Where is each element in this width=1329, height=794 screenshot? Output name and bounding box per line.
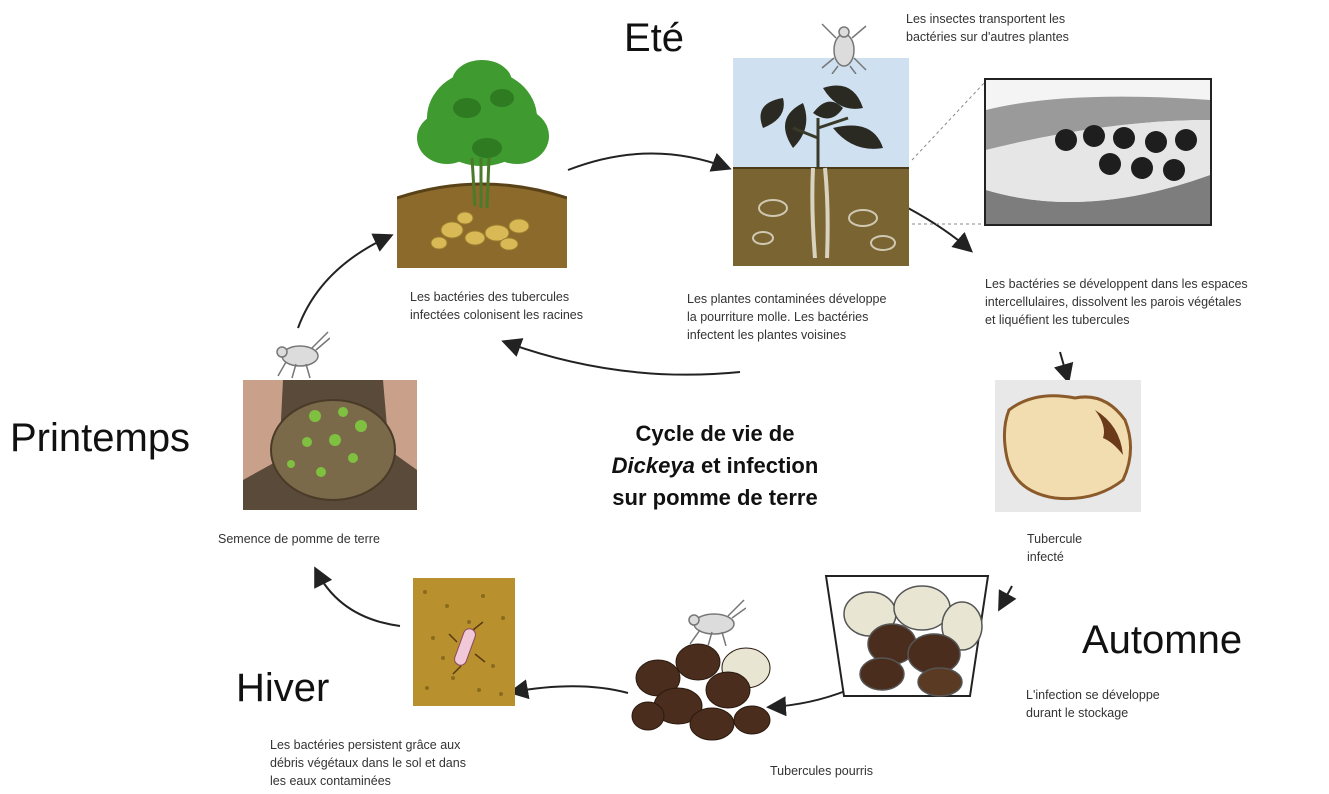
caption-develop: Les bactéries se développent dans les es… [985, 277, 1248, 328]
caption-rotten: Tubercules pourris [770, 764, 874, 778]
caption-insects: Les insectes transportent les bactéries … [906, 12, 1069, 45]
soil-bacterium-image [413, 578, 515, 706]
arrow-to-infected-tuber [1053, 351, 1074, 384]
infected-plant-illustration [733, 58, 909, 266]
rotten-tubers-image [628, 628, 776, 746]
infected-tuber-illustration [995, 380, 1141, 512]
insect-icon-autumn [688, 599, 746, 646]
arrow-to-storage [998, 585, 1017, 612]
season-automne: Automne [1082, 618, 1243, 662]
storage-crate-illustration [824, 575, 990, 697]
seed-potato-illustration [243, 380, 417, 510]
storage-crate-image [822, 572, 992, 700]
arrow-to-intercellular [907, 207, 974, 253]
rotten-tubers-illustration [631, 643, 771, 741]
season-hiver: Hiver [236, 666, 330, 710]
arrow-summer-plants [567, 152, 732, 172]
title-line-2: Dickeya et infection [565, 450, 865, 482]
infected-plant-image [733, 58, 909, 266]
season-printemps: Printemps [10, 416, 191, 460]
arrow-spread-back [501, 338, 741, 376]
caption-infected-tuber: Tubercule infecté [1027, 532, 1083, 565]
healthy-plant-image [397, 58, 567, 268]
soil-bacterium-illustration [413, 578, 515, 706]
caption-storage: L'infection se développe durant le stock… [1026, 688, 1160, 721]
intercellular-bacteria-image [984, 78, 1212, 226]
arrow-storage-to-rotten [766, 689, 849, 717]
healthy-plant-illustration [397, 58, 567, 268]
caption-plants: Les plantes contaminées développe la pou… [687, 292, 887, 343]
zoom-guide-top [911, 81, 986, 161]
arrow-rotten-to-winter [508, 679, 629, 700]
title-line-3: sur pomme de terre [612, 484, 818, 510]
arrow-spring-to-summer [297, 233, 394, 329]
caption-seed: Semence de pomme de terre [218, 532, 380, 546]
insect-icon-summer [821, 23, 867, 74]
title-line-2-rest: et infection [694, 452, 819, 478]
intercellular-bacteria-illustration [986, 80, 1210, 224]
caption-colonize: Les bactéries des tubercules infectées c… [410, 290, 584, 323]
seed-potato-image [243, 380, 417, 510]
season-ete: Eté [624, 16, 685, 60]
arrow-winter-to-spring [314, 566, 401, 627]
infected-tuber-image [995, 380, 1141, 512]
caption-persist: Les bactéries persistent grâce aux débri… [270, 738, 466, 789]
title-line-1: Cycle de vie de [635, 421, 795, 446]
title-genus: Dickeya [611, 452, 695, 478]
insect-icon-spring [276, 331, 330, 379]
diagram-title: Cycle de vie de Dickeya et infection sur… [565, 418, 865, 514]
